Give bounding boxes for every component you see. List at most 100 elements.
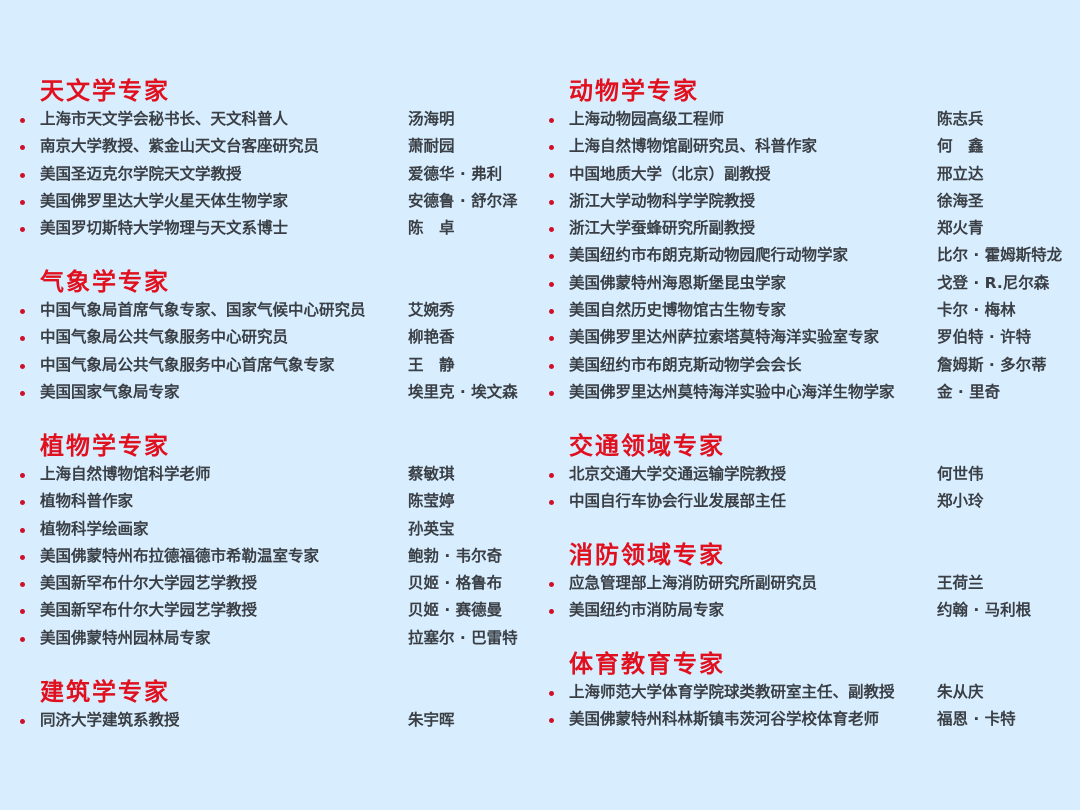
expert-row: 美国佛蒙特州科林斯镇韦茨河谷学校体育老师 福恩 · 卡特 — [529, 706, 1069, 733]
section-heading: 气象学专家 — [40, 268, 170, 296]
expert-row: 美国纽约市布朗克斯动物学会会长詹姆斯 · 多尔蒂 — [529, 352, 1069, 379]
expert-role: 美国自然历史博物馆古生物专家 — [569, 301, 787, 320]
bullet-icon — [20, 309, 25, 314]
bullet-icon — [549, 336, 554, 342]
bullet-icon — [20, 336, 25, 342]
expert-row: 美国纽约市消防局专家约翰 · 马利根 — [529, 597, 1069, 624]
expert-row: 上海自然博物馆副研究员、科普作家 何 鑫 — [529, 133, 1069, 160]
expert-name: 贝姬 · 格鲁布 — [408, 574, 503, 593]
bullet-icon — [20, 719, 25, 724]
expert-name: 陈志兵 — [937, 110, 984, 128]
expert-row: 美国佛罗里达大学火星天体生物学家 安德鲁 · 舒尔泽 — [0, 188, 540, 215]
expert-name: 何 鑫 — [937, 137, 984, 156]
bullet-icon — [20, 390, 25, 396]
bullet-icon — [549, 281, 554, 287]
expert-role: 美国圣迈克尔学院天文学教授 — [40, 164, 242, 183]
expert-row: 美国佛罗里达州莫特海洋实验中心海洋生物学家金 · 里奇 — [529, 379, 1069, 406]
bullet-icon — [20, 554, 25, 560]
expert-list: 北京交通大学交通运输学院教授何世伟中国自行车协会行业发展部主任郑小玲 — [529, 461, 1069, 516]
expert-row: 中国气象局公共气象服务中心研究员 柳艳香 — [0, 324, 540, 351]
bullet-icon — [549, 691, 554, 696]
expert-name: 罗伯特 · 许特 — [937, 328, 1032, 347]
expert-name: 王荷兰 — [937, 574, 984, 592]
expert-role: 美国罗切斯特大学物理与天文系博士 — [40, 219, 289, 238]
expert-row: 同济大学建筑系教授朱宇晖 — [0, 707, 540, 734]
expert-name: 蔡敏琪 — [408, 465, 455, 483]
expert-row: 上海自然博物馆科学老师蔡敏琪 — [0, 461, 540, 488]
expert-row: 植物科学绘画家 孙英宝 — [0, 516, 540, 543]
expert-role: 美国佛罗里达州莫特海洋实验中心海洋生物学家 — [569, 382, 895, 401]
bullet-icon — [549, 609, 554, 615]
expert-role: 美国佛罗里达大学火星天体生物学家 — [40, 191, 289, 210]
expert-row: 浙江大学动物科学学院教授徐海圣 — [529, 188, 1069, 215]
expert-name: 爱德华 · 弗利 — [408, 164, 503, 183]
expert-name: 贝姬 · 赛德曼 — [408, 601, 503, 620]
expert-role: 中国气象局公共气象服务中心研究员 — [40, 328, 289, 347]
expert-row: 美国罗切斯特大学物理与天文系博士 陈 卓 — [0, 215, 540, 242]
expert-list: 同济大学建筑系教授朱宇晖 — [0, 707, 540, 734]
expert-name: 福恩 · 卡特 — [937, 710, 1016, 729]
expert-role: 美国佛蒙特州园林局专家 — [40, 628, 211, 647]
expert-name: 陈 卓 — [408, 219, 455, 238]
expert-name: 柳艳香 — [408, 328, 455, 347]
expert-role: 植物科普作家 — [40, 492, 134, 511]
expert-role: 上海自然博物馆副研究员、科普作家 — [569, 137, 818, 156]
expert-role: 植物科学绘画家 — [40, 519, 149, 538]
expert-row: 美国新罕布什尔大学园艺学教授贝姬 · 赛德曼 — [0, 597, 540, 624]
section-heading: 动物学专家 — [569, 77, 699, 105]
expert-row: 浙江大学蚕蜂研究所副教授 郑火青 — [529, 215, 1069, 242]
bullet-icon — [20, 609, 25, 615]
expert-row: 植物科普作家陈莹婷 — [0, 488, 540, 515]
expert-row: 美国圣迈克尔学院天文学教授 爱德华 · 弗利 — [0, 161, 540, 188]
expert-name: 邢立达 — [937, 164, 984, 183]
expert-row: 上海动物园高级工程师 陈志兵 — [529, 106, 1069, 133]
expert-list: 上海市天文学会秘书长、天文科普人汤海明南京大学教授、紫金山天文台客座研究员萧耐园… — [0, 106, 540, 242]
expert-role: 美国佛蒙特州科林斯镇韦茨河谷学校体育老师 — [569, 710, 880, 729]
bullet-icon — [20, 500, 25, 506]
expert-name: 卡尔 · 梅林 — [937, 301, 1016, 320]
expert-row: 美国佛罗里达州萨拉索塔莫特海洋实验室专家罗伯特 · 许特 — [529, 324, 1069, 351]
expert-row: 美国佛蒙特州园林局专家 拉塞尔 · 巴雷特 — [0, 625, 540, 652]
expert-row: 美国国家气象局专家埃里克 · 埃文森 — [0, 379, 540, 406]
expert-row: 美国纽约市布朗克斯动物园爬行动物学家比尔 · 霍姆斯特龙 — [529, 242, 1069, 269]
bullet-icon — [549, 172, 554, 178]
expert-name: 拉塞尔 · 巴雷特 — [408, 628, 518, 647]
bullet-icon — [549, 363, 554, 369]
expert-role: 中国自行车协会行业发展部主任 — [569, 492, 787, 511]
expert-role: 美国佛蒙特州布拉德福德市希勒温室专家 — [40, 546, 320, 565]
expert-row: 中国自行车协会行业发展部主任郑小玲 — [529, 488, 1069, 515]
section-heading: 建筑学专家 — [40, 678, 170, 706]
bullet-icon — [20, 227, 25, 233]
expert-name: 戈登 · R.尼尔森 — [937, 273, 1050, 292]
expert-row: 应急管理部上海消防研究所副研究员 王荷兰 — [529, 570, 1069, 597]
expert-row: 上海市天文学会秘书长、天文科普人汤海明 — [0, 106, 540, 133]
bullet-icon — [549, 145, 554, 151]
right-column: 动物学专家上海动物园高级工程师 陈志兵上海自然博物馆副研究员、科普作家 何 鑫中国地… — [529, 0, 1069, 810]
expert-name: 安德鲁 · 舒尔泽 — [408, 191, 518, 210]
expert-role: 浙江大学蚕蜂研究所副教授 — [569, 219, 756, 238]
expert-role: 中国气象局公共气象服务中心首席气象专家 — [40, 355, 335, 374]
expert-role: 中国气象局首席气象专家、国家气候中心研究员 — [40, 301, 366, 319]
bullet-icon — [20, 172, 25, 178]
expert-row: 中国地质大学（北京）副教授邢立达 — [529, 161, 1069, 188]
section-heading: 交通领域专家 — [569, 432, 725, 460]
expert-name: 约翰 · 马利根 — [937, 601, 1032, 620]
bullet-icon — [549, 582, 554, 587]
bullet-icon — [549, 118, 554, 123]
bullet-icon — [549, 390, 554, 396]
expert-name: 孙英宝 — [408, 519, 455, 538]
expert-role: 上海市天文学会秘书长、天文科普人 — [40, 110, 289, 128]
section-heading: 天文学专家 — [40, 77, 170, 105]
expert-name: 朱从庆 — [937, 683, 984, 701]
expert-role: 上海动物园高级工程师 — [569, 110, 725, 128]
expert-row: 北京交通大学交通运输学院教授何世伟 — [529, 461, 1069, 488]
expert-role: 应急管理部上海消防研究所副研究员 — [569, 574, 818, 592]
expert-list: 上海动物园高级工程师 陈志兵上海自然博物馆副研究员、科普作家 何 鑫中国地质大学（北… — [529, 106, 1069, 406]
expert-name: 郑火青 — [937, 219, 984, 238]
expert-role: 美国新罕布什尔大学园艺学教授 — [40, 574, 258, 593]
expert-name: 詹姆斯 · 多尔蒂 — [937, 355, 1047, 374]
bullet-icon — [20, 527, 25, 533]
left-column: 天文学专家上海市天文学会秘书长、天文科普人汤海明南京大学教授、紫金山天文台客座研… — [0, 77, 540, 734]
bullet-icon — [549, 500, 554, 506]
bullet-icon — [20, 199, 25, 205]
